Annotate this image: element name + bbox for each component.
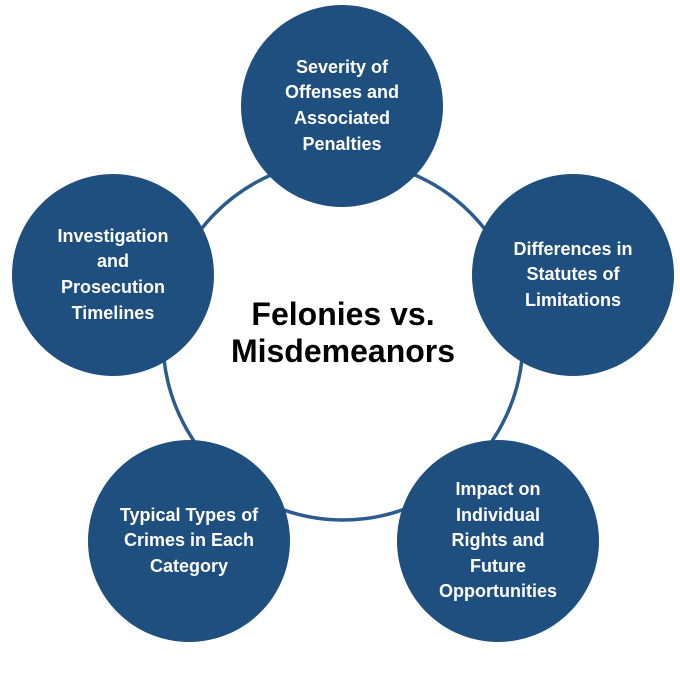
node-statutes-of-limitations: Differences in Statutes of Limitations xyxy=(472,174,674,376)
node-severity-of-offenses: Severity of Offenses and Associated Pena… xyxy=(241,5,443,207)
node-impact-label: Impact on Individual Rights and Future O… xyxy=(439,479,557,602)
node-impact-on-rights: Impact on Individual Rights and Future O… xyxy=(397,440,599,642)
node-investigation-timelines: Investigation and Prosecution Timelines xyxy=(12,174,214,376)
node-investigation-label: Investigation and Prosecution Timelines xyxy=(57,225,169,323)
node-statutes-label: Differences in Statutes of Limitations xyxy=(513,238,633,310)
node-typical-crime-types: Typical Types of Crimes in Each Category xyxy=(88,440,290,642)
node-severity-label: Severity of Offenses and Associated Pena… xyxy=(284,56,400,154)
node-crimes-label: Typical Types of Crimes in Each Category xyxy=(119,504,259,576)
diagram-title: Felonies vs. Misdemeanors xyxy=(230,296,456,370)
